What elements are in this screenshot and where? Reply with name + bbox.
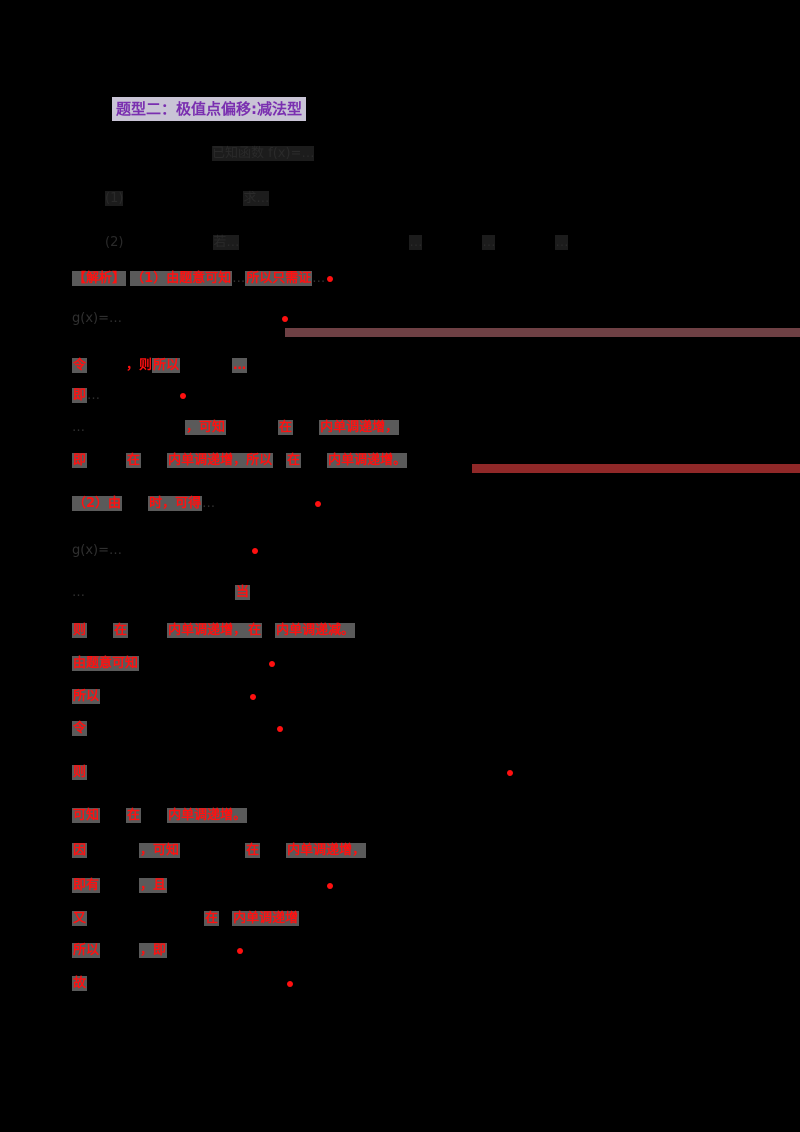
solution-line-7: （2）由 时，可得… — [72, 493, 322, 515]
solution-line-6: 即 在 内单调递增，所以 在 内单调递增。 — [72, 453, 408, 468]
solution-line-19: 所以 ，即 — [72, 940, 244, 962]
solution-line-2: g(x)=… — [72, 308, 288, 330]
problem-function-def: 已知函数 f(x)=… — [212, 146, 315, 161]
solution-line-18: 又 在 内单调递增 — [72, 911, 300, 926]
solution-line-20: 故 — [72, 973, 294, 995]
solution-line-15: 可知 在 内单调递增。 — [72, 808, 248, 823]
solution-line-10: 则 在 内单调递增，在 内单调递减。 — [72, 623, 356, 638]
section-title: 题型二：极值点偏移:减法型 — [112, 97, 306, 121]
problem-part-1: (1)求… — [105, 191, 270, 206]
solution-line-8: g(x)=… — [72, 540, 258, 562]
solution-line-16: 因 ，可知 在 内单调递增， — [72, 843, 367, 858]
solution-line-14: 则 — [72, 762, 514, 784]
solution-line-5: …，可知 在 内单调递增， — [72, 420, 400, 435]
solution-line-11: 由题意可知 — [72, 653, 276, 675]
artifact-bar-2 — [472, 464, 800, 473]
artifact-bar-1 — [285, 328, 800, 337]
solution-line-3: 令 ，则所以 … — [72, 358, 248, 373]
solution-line-12: 所以 — [72, 686, 257, 708]
solution-line-9: …当 — [72, 585, 251, 600]
solution-line-17: 即有 ，且 — [72, 875, 334, 897]
problem-part-2: (2)若………… — [105, 235, 569, 250]
solution-line-4: 即… — [72, 385, 187, 407]
solution-line-1: 【解析】 （1）由题意可知…所以只需证… — [72, 268, 334, 290]
solution-line-13: 令 — [72, 718, 284, 740]
